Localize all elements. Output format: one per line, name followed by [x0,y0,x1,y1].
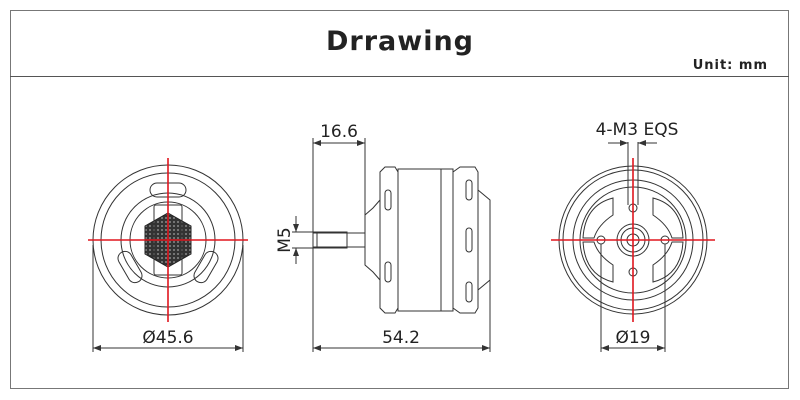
unit-label: Unit: mm [692,58,768,73]
rear-view: 4-M3 EQS Ø19 [551,120,715,352]
mount-diameter-label: Ø19 [615,328,650,348]
mount-holes-label: 4-M3 EQS [596,120,679,140]
side-view: 16.6 M5 54.2 [275,122,491,352]
front-diameter-label: Ø45.6 [142,328,193,348]
shaft-length-label: 16.6 [320,122,358,142]
total-length-label: 54.2 [382,328,420,348]
header-divider [10,76,789,77]
front-view: Ø45.6 [88,158,248,352]
sheet-border [10,10,789,389]
shaft-thread-label: M5 [275,227,295,252]
page-title: Drrawing [325,26,474,57]
